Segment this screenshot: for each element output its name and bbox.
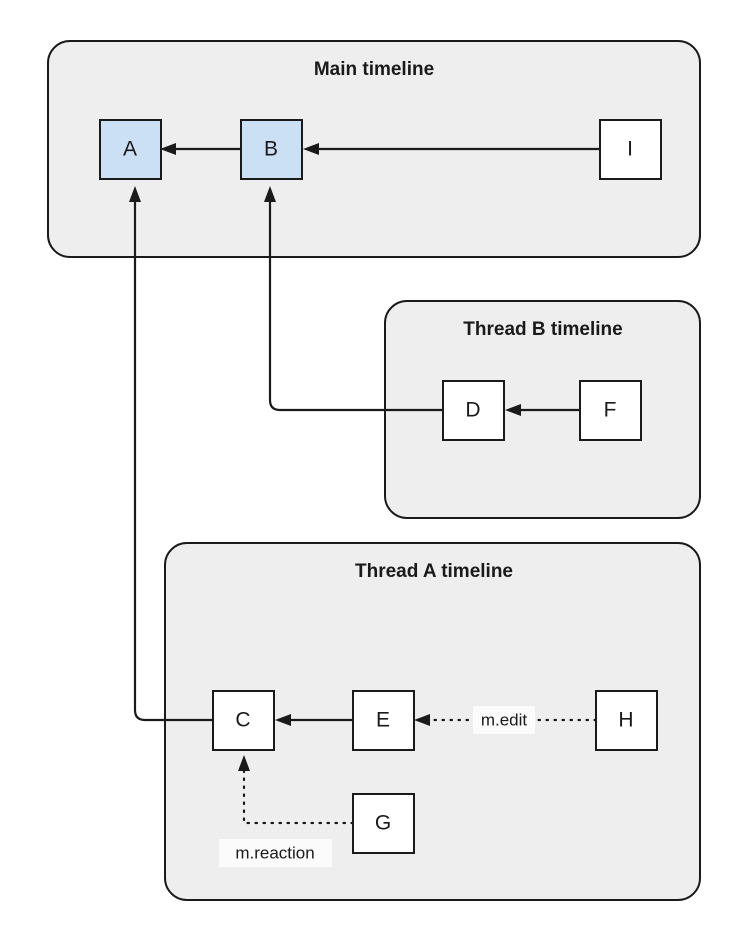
node-e-label: E bbox=[376, 709, 390, 732]
node-c[interactable]: C bbox=[212, 690, 275, 751]
edge-e-to-c bbox=[275, 714, 353, 726]
node-f[interactable]: F bbox=[579, 380, 642, 441]
container-main-timeline-title: Main timeline bbox=[314, 59, 434, 80]
node-f-shape bbox=[579, 380, 642, 441]
edge-label-m-edit: m.edit bbox=[481, 710, 528, 729]
node-h-shape bbox=[595, 690, 658, 751]
node-a[interactable]: A bbox=[99, 119, 162, 180]
node-f-label: F bbox=[604, 399, 617, 422]
edge-h-to-e-arrowhead bbox=[414, 714, 430, 726]
edge-d-to-b-arrowhead bbox=[264, 186, 276, 202]
container-thread-a-timeline-shape bbox=[164, 542, 701, 901]
node-b-label: B bbox=[264, 138, 278, 161]
container-thread-a-timeline-title: Thread A timeline bbox=[355, 561, 513, 582]
node-c-shape bbox=[212, 690, 275, 751]
node-i-shape bbox=[599, 119, 662, 180]
edge-label-m-reaction-background bbox=[219, 839, 332, 867]
edge-f-to-d bbox=[505, 404, 580, 416]
edge-c-to-a-arrowhead bbox=[129, 186, 141, 202]
node-h[interactable]: H bbox=[595, 690, 658, 751]
edge-b-to-a-arrowhead bbox=[160, 143, 176, 155]
node-a-label: A bbox=[123, 138, 137, 161]
edge-g-to-c: m.reaction bbox=[219, 755, 355, 867]
node-c-label: C bbox=[235, 709, 250, 732]
node-b[interactable]: B bbox=[240, 119, 303, 180]
edge-d-to-b bbox=[264, 186, 443, 412]
edge-e-to-c-arrowhead bbox=[275, 714, 291, 726]
edge-i-to-b-arrowhead bbox=[303, 143, 319, 155]
node-b-shape bbox=[240, 119, 303, 180]
node-e-shape bbox=[352, 690, 415, 751]
node-g-label: G bbox=[375, 812, 391, 835]
edge-c-to-a-line bbox=[133, 196, 213, 722]
edge-h-to-e: m.edit bbox=[414, 706, 598, 734]
edge-d-to-b-line bbox=[268, 196, 443, 412]
container-thread-b-timeline-title: Thread B timeline bbox=[463, 319, 622, 340]
edge-b-to-a bbox=[160, 143, 241, 155]
edge-c-to-a bbox=[129, 186, 213, 722]
edge-g-to-c-arrowhead bbox=[238, 755, 250, 771]
edge-i-to-b bbox=[303, 143, 600, 155]
edge-f-to-d-arrowhead bbox=[505, 404, 521, 416]
edge-label-m-reaction: m.reaction bbox=[235, 843, 314, 862]
node-d[interactable]: D bbox=[442, 380, 505, 441]
node-d-label: D bbox=[465, 399, 480, 422]
edge-label-m-edit-background bbox=[473, 706, 535, 734]
node-h-label: H bbox=[618, 709, 633, 732]
node-e[interactable]: E bbox=[352, 690, 415, 751]
node-g-shape bbox=[352, 793, 415, 854]
node-i[interactable]: I bbox=[599, 119, 662, 180]
container-thread-a-timeline[interactable]: Thread A timeline bbox=[164, 542, 701, 901]
node-g[interactable]: G bbox=[352, 793, 415, 854]
node-d-shape bbox=[442, 380, 505, 441]
node-i-label: I bbox=[627, 138, 633, 161]
node-a-shape bbox=[99, 119, 162, 180]
